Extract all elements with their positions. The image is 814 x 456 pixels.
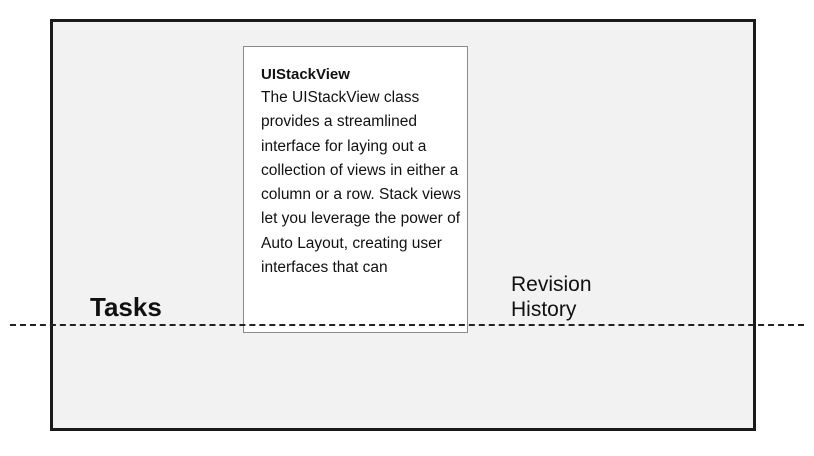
stackview-info-card: UIStackView The UIStackView class provid… — [243, 46, 468, 333]
tasks-label: Tasks — [90, 292, 162, 322]
card-body-text: The UIStackView class provides a streaml… — [261, 89, 461, 277]
card-title: UIStackView — [261, 66, 350, 83]
baseline-dashed-line — [10, 324, 804, 326]
revision-history-label: Revision History — [511, 273, 592, 321]
